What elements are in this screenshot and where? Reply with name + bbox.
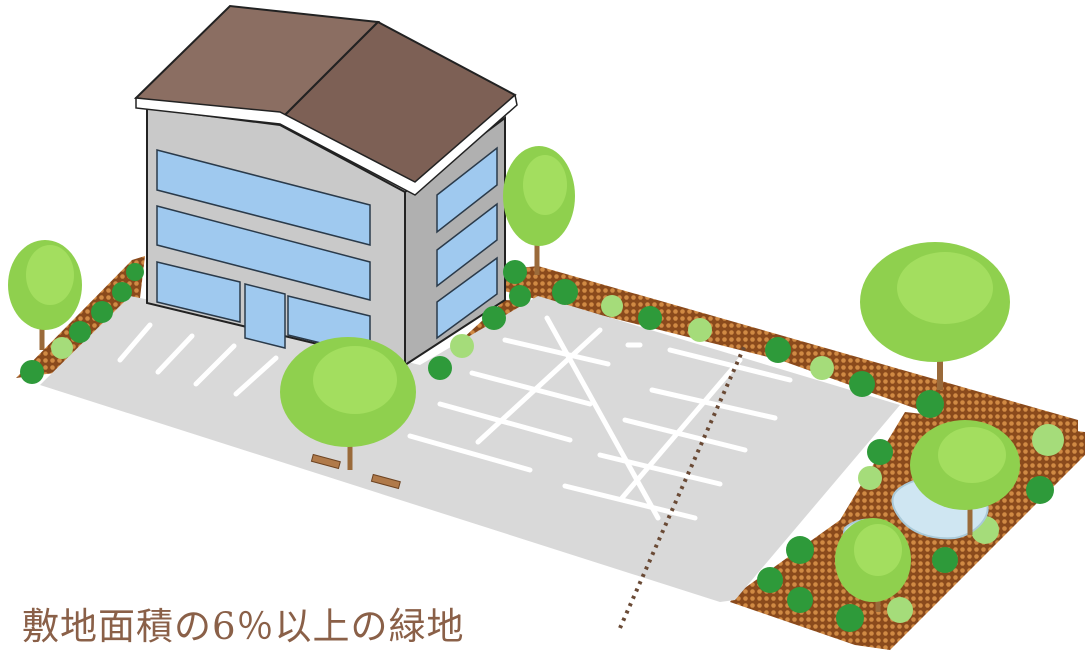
shrub	[126, 263, 144, 281]
shrub	[916, 390, 944, 418]
shrub	[482, 306, 506, 330]
shrub	[450, 334, 474, 358]
shrub-icon	[20, 260, 1064, 632]
shrub	[849, 371, 875, 397]
tree	[280, 337, 416, 470]
bench	[310, 453, 341, 470]
shrub	[503, 260, 527, 284]
shrub	[428, 356, 452, 380]
tree	[8, 240, 82, 350]
shrub	[1026, 476, 1054, 504]
shrub	[932, 547, 958, 573]
tree	[503, 146, 575, 275]
shrub	[51, 337, 73, 359]
shrub	[1032, 424, 1064, 456]
shrub	[552, 279, 578, 305]
shrub	[91, 301, 113, 323]
shrub	[858, 466, 882, 490]
shrub	[786, 536, 814, 564]
shrub	[787, 587, 813, 613]
bench	[370, 473, 401, 490]
parking-lot-pavement	[40, 296, 900, 602]
shrub	[810, 356, 834, 380]
shrub	[688, 318, 712, 342]
shrub	[601, 295, 623, 317]
leader-line	[618, 344, 747, 629]
shrub	[757, 567, 783, 593]
shrub	[638, 306, 662, 330]
roof-eave	[135, 93, 518, 196]
shrub	[509, 285, 531, 307]
office-building-icon	[133, 4, 518, 367]
shrub	[112, 282, 132, 302]
tree	[910, 420, 1020, 535]
bench-icon	[310, 453, 401, 490]
shrub	[887, 597, 913, 623]
shrub	[69, 321, 91, 343]
shrub	[836, 604, 864, 632]
green-space-caption: 敷地面積の6％以上の緑地	[22, 605, 465, 648]
tree	[860, 242, 1010, 390]
parking-lines-left	[117, 322, 279, 397]
left-planting-bed	[16, 256, 145, 378]
parking-grid	[407, 315, 793, 521]
shrub	[867, 439, 893, 465]
building-entrance	[244, 283, 286, 349]
tree-icon	[8, 146, 1020, 612]
tree	[835, 518, 911, 612]
side-windows	[436, 146, 498, 340]
shrub	[765, 337, 791, 363]
shrub	[20, 360, 44, 384]
